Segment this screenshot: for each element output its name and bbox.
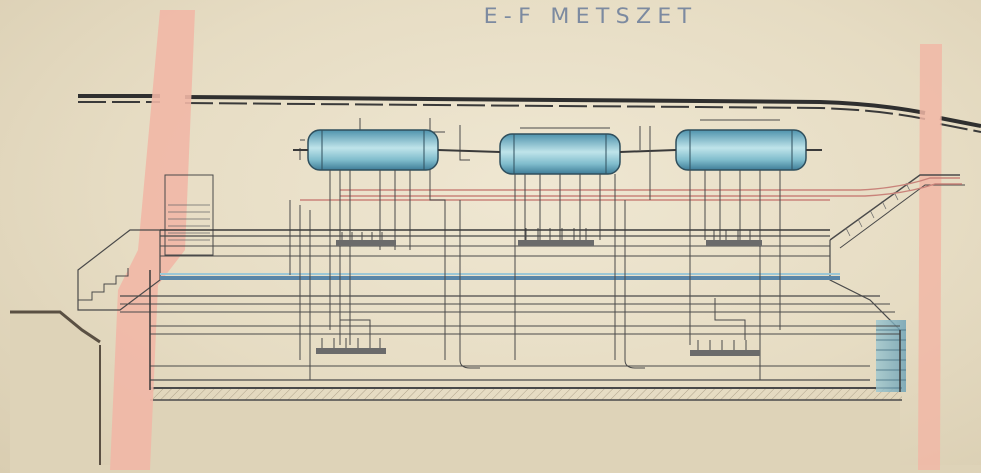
pipe-icon	[300, 177, 962, 201]
manifold-upper	[336, 228, 762, 246]
wall-icon	[110, 10, 942, 470]
building-outline	[149, 229, 901, 392]
pipe-icon	[120, 235, 900, 381]
roof-line	[78, 94, 981, 133]
tank-icon	[499, 133, 621, 175]
drawing-title: E-F METSZET	[483, 4, 698, 28]
tank-icon	[675, 129, 807, 171]
stair-icon	[829, 174, 965, 392]
tank-icon	[307, 129, 439, 171]
manifold-lower	[316, 298, 760, 356]
foundation	[10, 310, 981, 473]
